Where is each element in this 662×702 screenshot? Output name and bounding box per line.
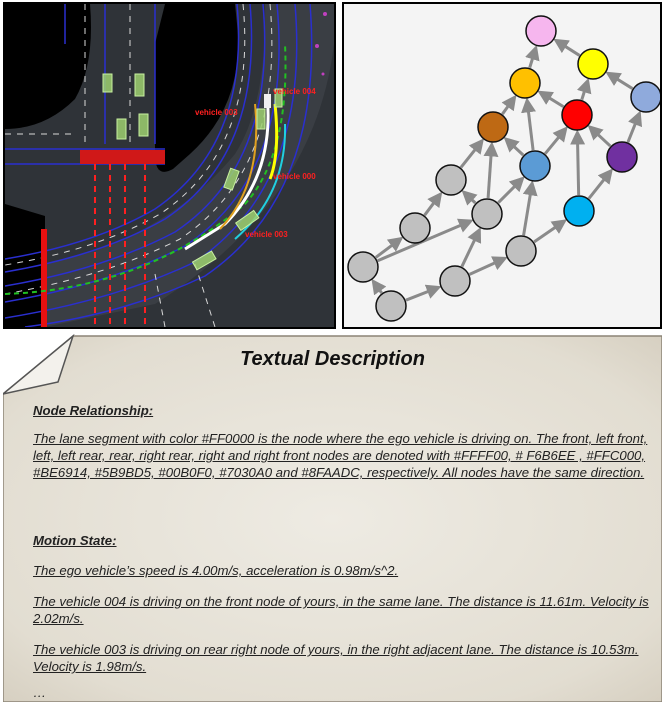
graph-node-r	[606, 141, 638, 173]
graph-edge	[570, 129, 586, 196]
graph-edge	[468, 256, 508, 276]
card-title: Textual Description	[240, 348, 425, 370]
graph-node-lr	[477, 111, 509, 143]
graph-edge	[525, 44, 540, 69]
graph-edge	[503, 136, 525, 157]
motion-line-vehicle-003: The vehicle 003 is driving on rear right…	[33, 642, 639, 674]
graph-edge	[626, 110, 643, 143]
graph-node-rr	[563, 195, 595, 227]
graph-node-lf	[525, 15, 557, 47]
graph-node-g5	[347, 251, 379, 283]
lane-graph	[347, 15, 660, 322]
lane-path	[234, 123, 287, 240]
graph-edge	[587, 168, 613, 200]
graph-edge	[461, 189, 478, 206]
graph-edge	[553, 38, 581, 57]
graph-edge	[460, 227, 482, 268]
graph-edge	[544, 126, 568, 155]
graph-node-l	[509, 67, 541, 99]
node-relationship-text: The lane segment with color #FF0000 is t…	[33, 431, 648, 480]
red-lane-lines	[94, 164, 146, 327]
graph-node-g3	[471, 198, 503, 230]
building-block	[5, 4, 91, 129]
node-relationship-heading: Node Relationship:	[33, 403, 154, 418]
red-lane	[41, 229, 47, 327]
graph-edge	[405, 284, 442, 302]
red-crosswalk	[80, 150, 165, 164]
graph-node-f	[577, 48, 609, 80]
motion-line-ego: The ego vehicle’s speed is 4.00m/s, acce…	[33, 563, 399, 578]
graph-edge	[605, 71, 634, 90]
graph-edge	[521, 97, 536, 151]
ellipsis: …	[33, 685, 47, 700]
ego-vehicle	[264, 94, 271, 108]
map-markers	[315, 12, 327, 76]
vehicle-label: vehicle 003	[245, 230, 288, 239]
graph-node-g1	[435, 164, 467, 196]
folded-corner	[3, 334, 75, 395]
motion-line-vehicle-004: The vehicle 004 is driving on the front …	[33, 594, 649, 626]
graph-edge	[483, 141, 499, 199]
graph-node-g7	[375, 290, 407, 322]
graph-node-rear	[519, 150, 551, 182]
textual-description-card: Textual Description Node Relationship: T…	[3, 334, 662, 702]
map-view: vehicle 003 vehicle 004 vehicle 000 vehi…	[3, 2, 336, 329]
building-block	[155, 4, 239, 172]
graph-edge	[533, 219, 568, 244]
vehicle-label: vehicle 000	[273, 172, 316, 181]
graph-node-rf	[630, 81, 660, 113]
graph-edge	[371, 278, 387, 296]
vehicle-label: vehicle 004	[273, 87, 316, 96]
graph-node-e	[561, 99, 593, 131]
lane-path	[268, 103, 279, 180]
graph-edge	[537, 90, 565, 108]
motion-state-heading: Motion State:	[33, 533, 117, 548]
graph-edge	[423, 191, 443, 217]
graph-edge	[522, 180, 538, 236]
graph-node-g2	[399, 212, 431, 244]
graph-edge	[459, 138, 484, 169]
graph-edges	[371, 38, 643, 302]
vehicles	[102, 73, 283, 271]
vehicle-label: vehicle 003	[195, 108, 238, 117]
graph-edge	[374, 236, 404, 259]
graph-edge	[501, 94, 517, 115]
graph-edge	[577, 77, 592, 101]
map-canvas: vehicle 003 vehicle 004 vehicle 000 vehi…	[5, 4, 334, 327]
lane-graph-panel	[342, 2, 662, 329]
graph-node-g6	[439, 265, 471, 297]
graph-edge	[497, 176, 525, 204]
parchment-background	[3, 334, 662, 702]
graph-edge	[587, 124, 612, 148]
lane-path	[219, 103, 258, 230]
lane-markings	[5, 4, 273, 327]
graph-nodes	[347, 15, 660, 322]
graph-node-g4	[505, 235, 537, 267]
